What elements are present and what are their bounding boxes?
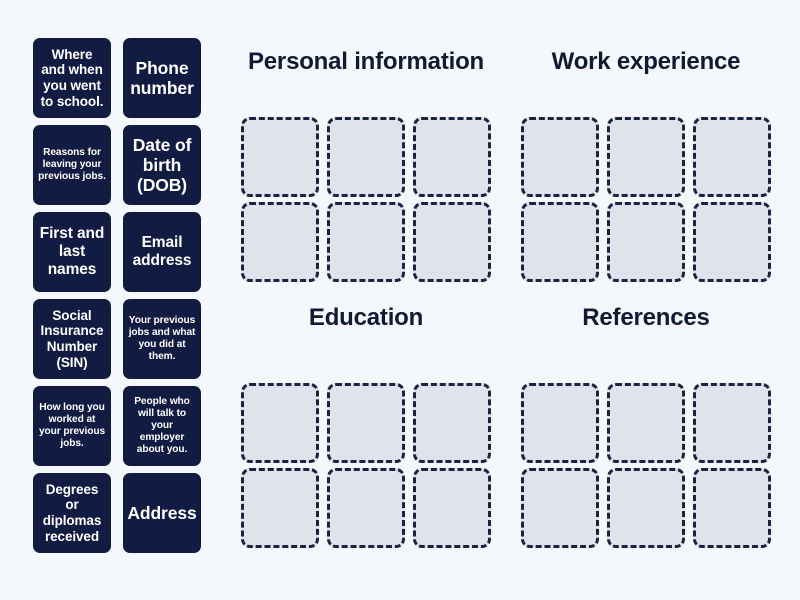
- drop-slot[interactable]: [693, 202, 771, 282]
- answer-tile[interactable]: Phone number: [123, 38, 201, 118]
- drop-slot[interactable]: [327, 468, 405, 548]
- answer-tile[interactable]: Social Insurance Number (SIN): [33, 299, 111, 379]
- answer-tile[interactable]: Date of birth (DOB): [123, 125, 201, 205]
- drop-slot[interactable]: [521, 117, 599, 197]
- drop-slot[interactable]: [607, 383, 685, 463]
- drop-slot-grid: [521, 117, 771, 282]
- drop-slot[interactable]: [413, 468, 491, 548]
- drop-slot[interactable]: [693, 117, 771, 197]
- drop-slot-grid: [521, 383, 771, 548]
- answer-tile[interactable]: Your previous jobs and what you did at t…: [123, 299, 201, 379]
- drop-slot-grid: [241, 383, 491, 548]
- drop-slot[interactable]: [607, 117, 685, 197]
- answer-tile[interactable]: First and last names: [33, 212, 111, 292]
- drop-slot[interactable]: [693, 468, 771, 548]
- drop-slot[interactable]: [241, 117, 319, 197]
- answer-tile[interactable]: How long you worked at your previous job…: [33, 386, 111, 466]
- group-title: Personal information: [247, 48, 485, 75]
- group-title: Education: [308, 304, 424, 331]
- group-personal-information: Personal information: [226, 34, 506, 299]
- drop-slot[interactable]: [413, 202, 491, 282]
- answer-tile[interactable]: Email address: [123, 212, 201, 292]
- drop-slot[interactable]: [413, 117, 491, 197]
- drop-slot[interactable]: [521, 202, 599, 282]
- drop-slot[interactable]: [521, 468, 599, 548]
- drop-slot[interactable]: [241, 383, 319, 463]
- drop-slot[interactable]: [521, 383, 599, 463]
- drop-slot[interactable]: [241, 468, 319, 548]
- drop-slot[interactable]: [413, 383, 491, 463]
- answer-tile[interactable]: Where and when you went to school.: [33, 38, 111, 118]
- drop-slot[interactable]: [241, 202, 319, 282]
- drop-slot[interactable]: [327, 383, 405, 463]
- answer-tile[interactable]: Address: [123, 473, 201, 553]
- group-title: References: [582, 304, 710, 331]
- group-work-experience: Work experience: [506, 34, 786, 299]
- answer-tile[interactable]: Reasons for leaving your previous jobs.: [33, 125, 111, 205]
- group-education: Education: [226, 299, 506, 564]
- drop-slot[interactable]: [693, 383, 771, 463]
- drop-slot[interactable]: [327, 117, 405, 197]
- drop-slot-grid: [241, 117, 491, 282]
- draggable-tile-tray: Where and when you went to school.Phone …: [33, 38, 201, 554]
- drop-slot[interactable]: [607, 468, 685, 548]
- answer-tile[interactable]: Degrees or diplomas received: [33, 473, 111, 553]
- drop-slot[interactable]: [327, 202, 405, 282]
- group-references: References: [506, 299, 786, 564]
- drop-slot[interactable]: [607, 202, 685, 282]
- group-title: Work experience: [551, 48, 741, 75]
- answer-tile[interactable]: People who will talk to your employer ab…: [123, 386, 201, 466]
